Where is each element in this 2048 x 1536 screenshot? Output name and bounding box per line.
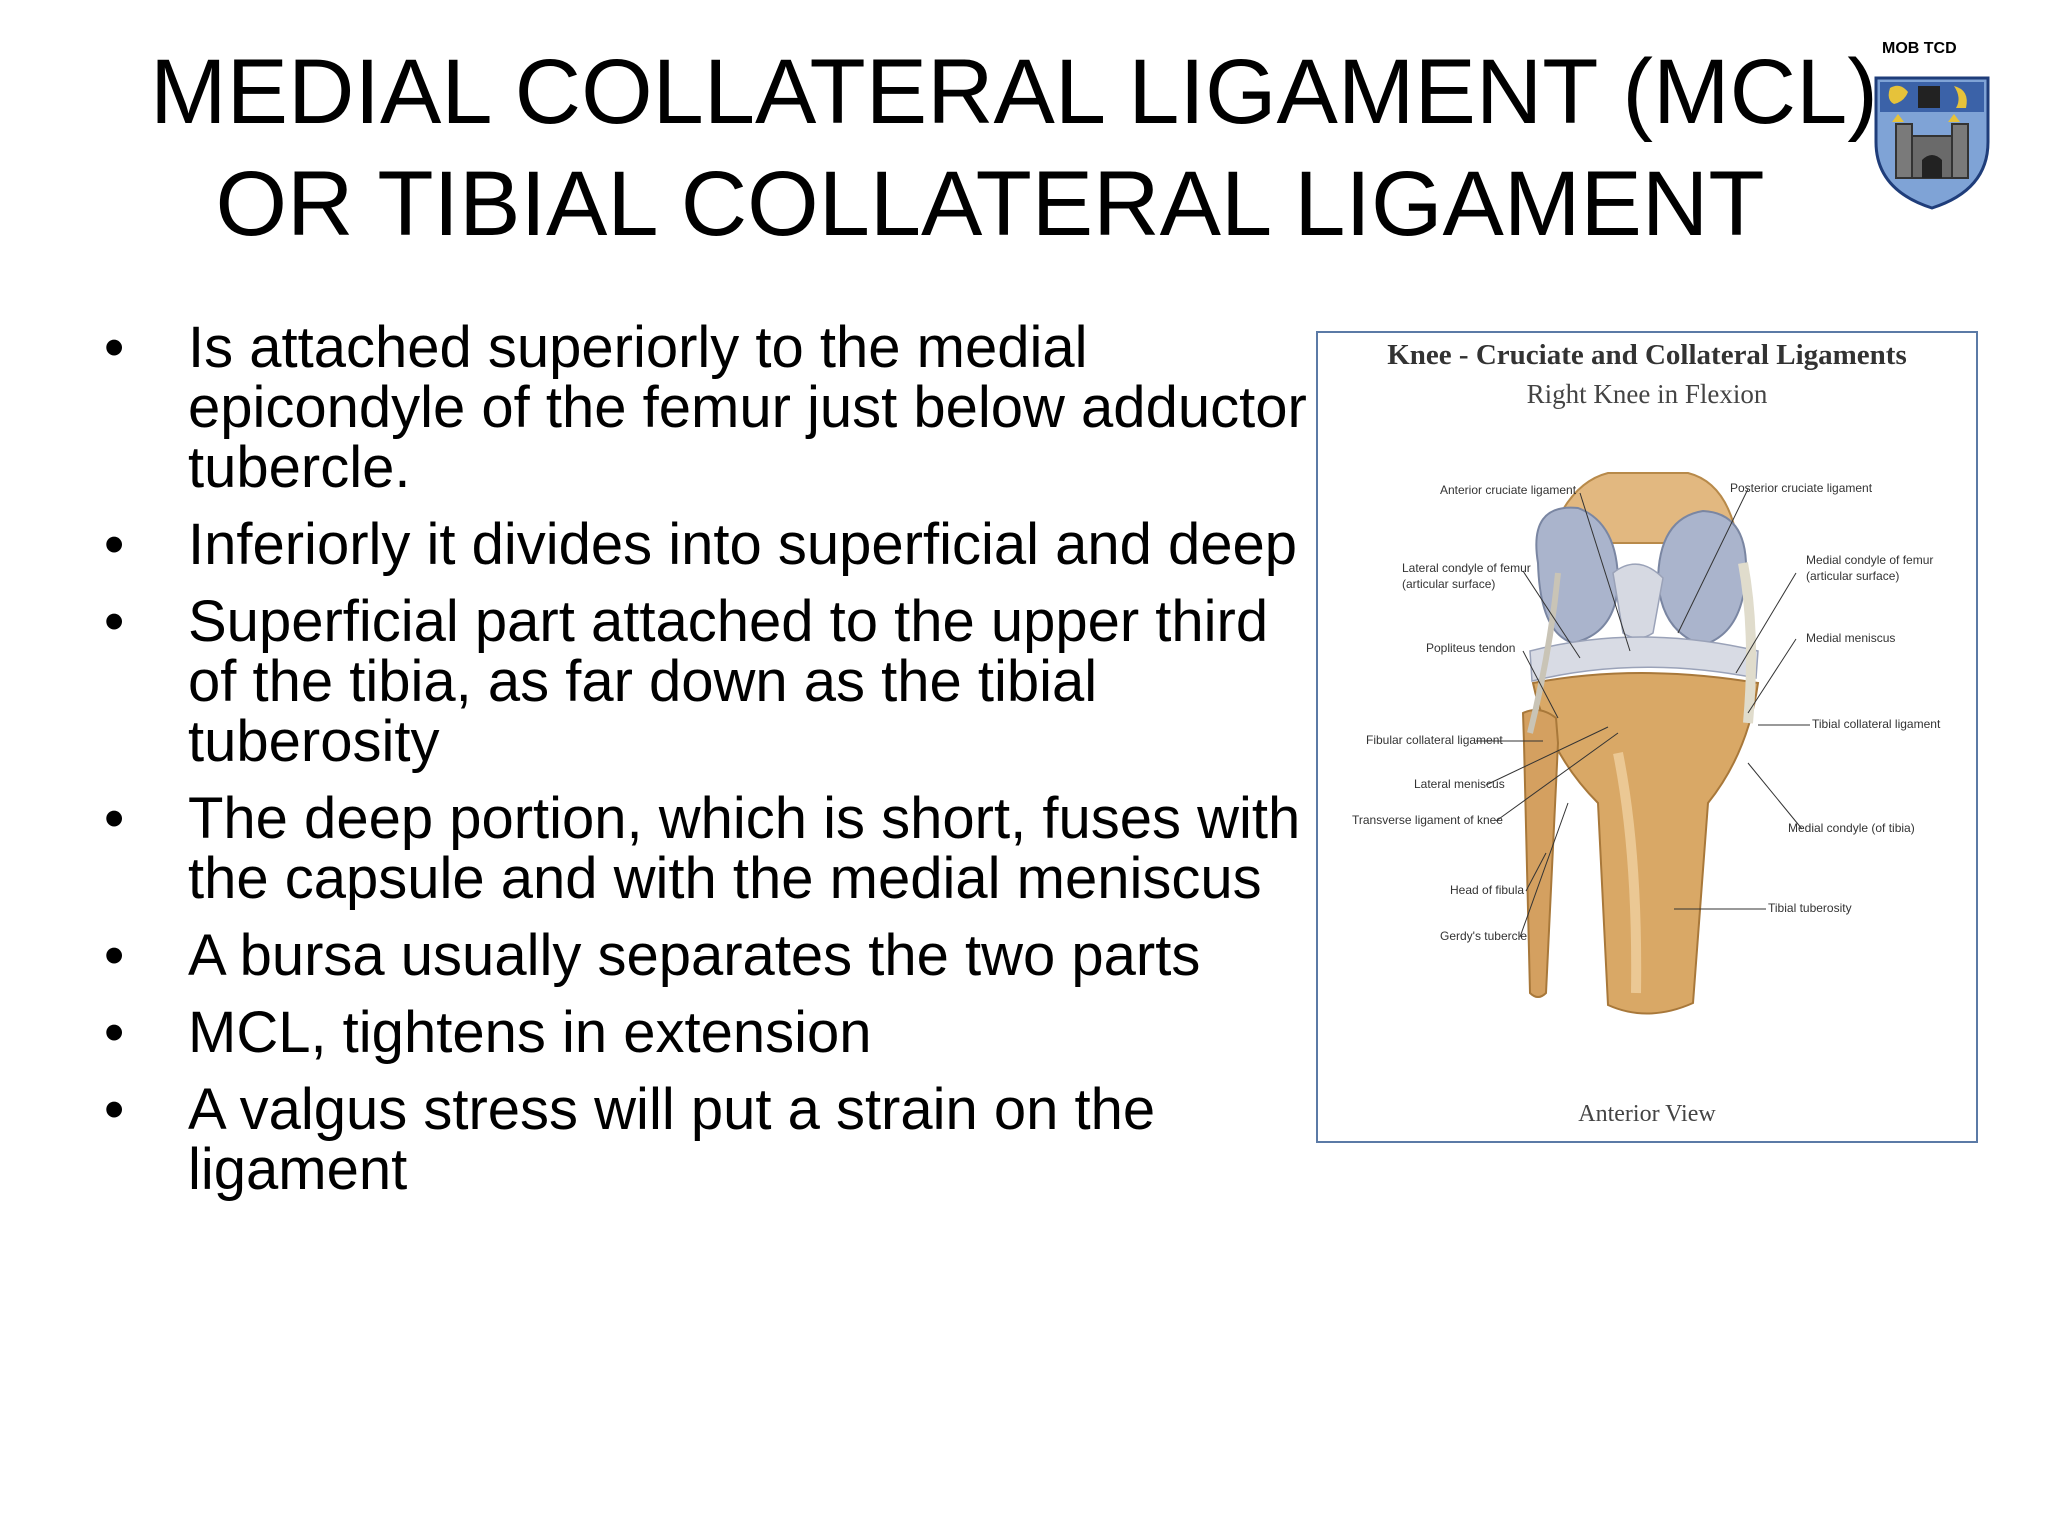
label-head-of-fibula: Head of fibula bbox=[1450, 883, 1525, 897]
crest-label: MOB TCD bbox=[1882, 40, 1957, 57]
list-item: •The deep portion, which is short, fuses… bbox=[104, 786, 1301, 911]
label-medial-condyle-femur: Medial condyle of femur bbox=[1806, 553, 1934, 567]
figure-title: Knee - Cruciate and Collateral Ligaments bbox=[1387, 339, 1907, 371]
list-item: •A bursa usually separates the two parts bbox=[104, 923, 1201, 988]
figure-view-caption: Anterior View bbox=[1578, 1101, 1716, 1127]
label-tibial-tuberosity: Tibial tuberosity bbox=[1768, 901, 1852, 915]
label-posterior-cruciate: Posterior cruciate ligament bbox=[1730, 481, 1873, 495]
label-medial-condyle-femur-sub: (articular surface) bbox=[1806, 569, 1900, 583]
list-item: •Is attached superiorly to the medial ep… bbox=[104, 315, 1307, 500]
list-item: •Superficial part attached to the upper … bbox=[104, 589, 1269, 774]
label-transverse-ligament: Transverse ligament of knee bbox=[1352, 813, 1503, 827]
label-popliteus-tendon: Popliteus tendon bbox=[1426, 641, 1516, 655]
bullet-dot: • bbox=[104, 786, 125, 851]
list-item: •MCL, tightens in extension bbox=[104, 1000, 872, 1065]
label-medial-meniscus: Medial meniscus bbox=[1806, 631, 1896, 645]
list-item: •Inferiorly it divides into superficial … bbox=[104, 512, 1298, 577]
bullet-dot: • bbox=[104, 512, 125, 577]
label-lateral-condyle-femur: Lateral condyle of femur bbox=[1402, 561, 1531, 575]
knee-illustration bbox=[1476, 472, 1810, 1015]
bullet-list: •Is attached superiorly to the medial ep… bbox=[104, 318, 1324, 1217]
label-tibial-collateral: Tibial collateral ligament bbox=[1812, 717, 1941, 731]
bullet-dot: • bbox=[104, 1077, 125, 1142]
label-lateral-condyle-femur-sub: (articular surface) bbox=[1402, 577, 1496, 591]
bullet-dot: • bbox=[104, 315, 125, 380]
label-lateral-meniscus: Lateral meniscus bbox=[1414, 777, 1505, 791]
label-anterior-cruciate: Anterior cruciate ligament bbox=[1440, 483, 1577, 497]
knee-ligament-figure: Knee - Cruciate and Collateral Ligaments… bbox=[1316, 331, 1978, 1143]
bullet-dot: • bbox=[104, 923, 125, 988]
label-gerdys-tubercle: Gerdy's tubercle bbox=[1440, 929, 1527, 943]
label-medial-condyle-tibia: Medial condyle (of tibia) bbox=[1788, 821, 1915, 835]
crest-shield-icon bbox=[1874, 76, 1990, 210]
figure-subtitle: Right Knee in Flexion bbox=[1526, 379, 1768, 409]
label-fibular-collateral: Fibular collateral ligament bbox=[1366, 733, 1503, 747]
slide-title-line-1: MEDIAL COLLATERAL LIGAMENT (MCL) bbox=[150, 41, 1878, 143]
crest-logo: MOB TCD bbox=[1866, 36, 1996, 226]
bullet-dot: • bbox=[104, 589, 125, 654]
bullet-dot: • bbox=[104, 1000, 125, 1065]
list-item: •A valgus stress will put a strain on th… bbox=[104, 1077, 1156, 1202]
slide-title-line-2: OR TIBIAL COLLATERAL LIGAMENT bbox=[215, 153, 1765, 255]
slide-title: MEDIAL COLLATERAL LIGAMENT (MCL) OR TIBI… bbox=[150, 36, 1878, 260]
